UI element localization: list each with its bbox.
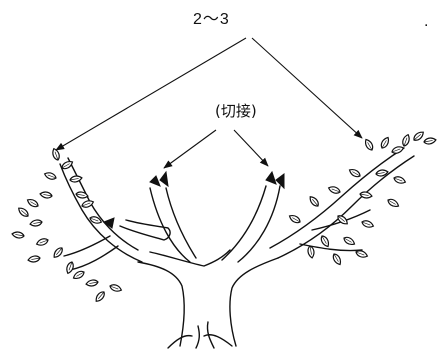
arrow-to-left-branch [55, 37, 247, 151]
cut-stubs [102, 170, 285, 229]
pointer-lines [55, 37, 363, 169]
leaves-right [287, 129, 438, 267]
arrow-to-right-cut [233, 129, 269, 167]
arrow-to-left-cut [163, 129, 217, 169]
label-branch-count: 2～3 [193, 11, 230, 28]
label-graft-method: (切接) [215, 102, 257, 120]
tree-trunk [59, 147, 415, 349]
arrow-to-right-branch [251, 37, 363, 139]
label-dot: . [424, 13, 429, 30]
